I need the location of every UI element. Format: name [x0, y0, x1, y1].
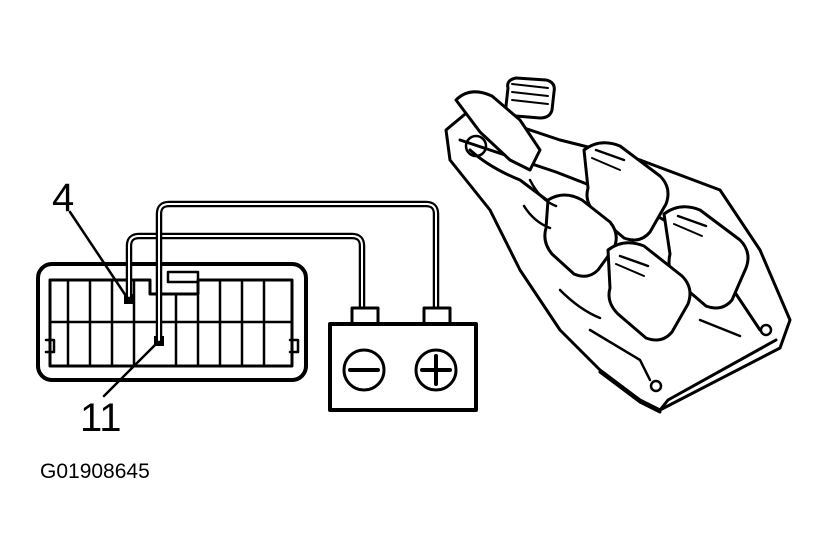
pin-11-label: 11 [80, 396, 122, 440]
plus-icon [414, 348, 458, 392]
pin-4-label: 4 [52, 176, 75, 220]
window-switch-assembly [444, 76, 792, 414]
connector [36, 262, 308, 382]
test-lead-positive [155, 200, 440, 344]
switch-rear-left [543, 193, 618, 278]
connector-grid [48, 280, 294, 366]
switch-rear-right [606, 241, 692, 342]
figure-code: G01908645 [40, 460, 150, 483]
pin-4-leader [68, 210, 128, 298]
minus-icon [342, 348, 386, 392]
battery [328, 306, 478, 412]
test-lead-negative [125, 232, 366, 312]
pin-11-leader [102, 342, 158, 398]
